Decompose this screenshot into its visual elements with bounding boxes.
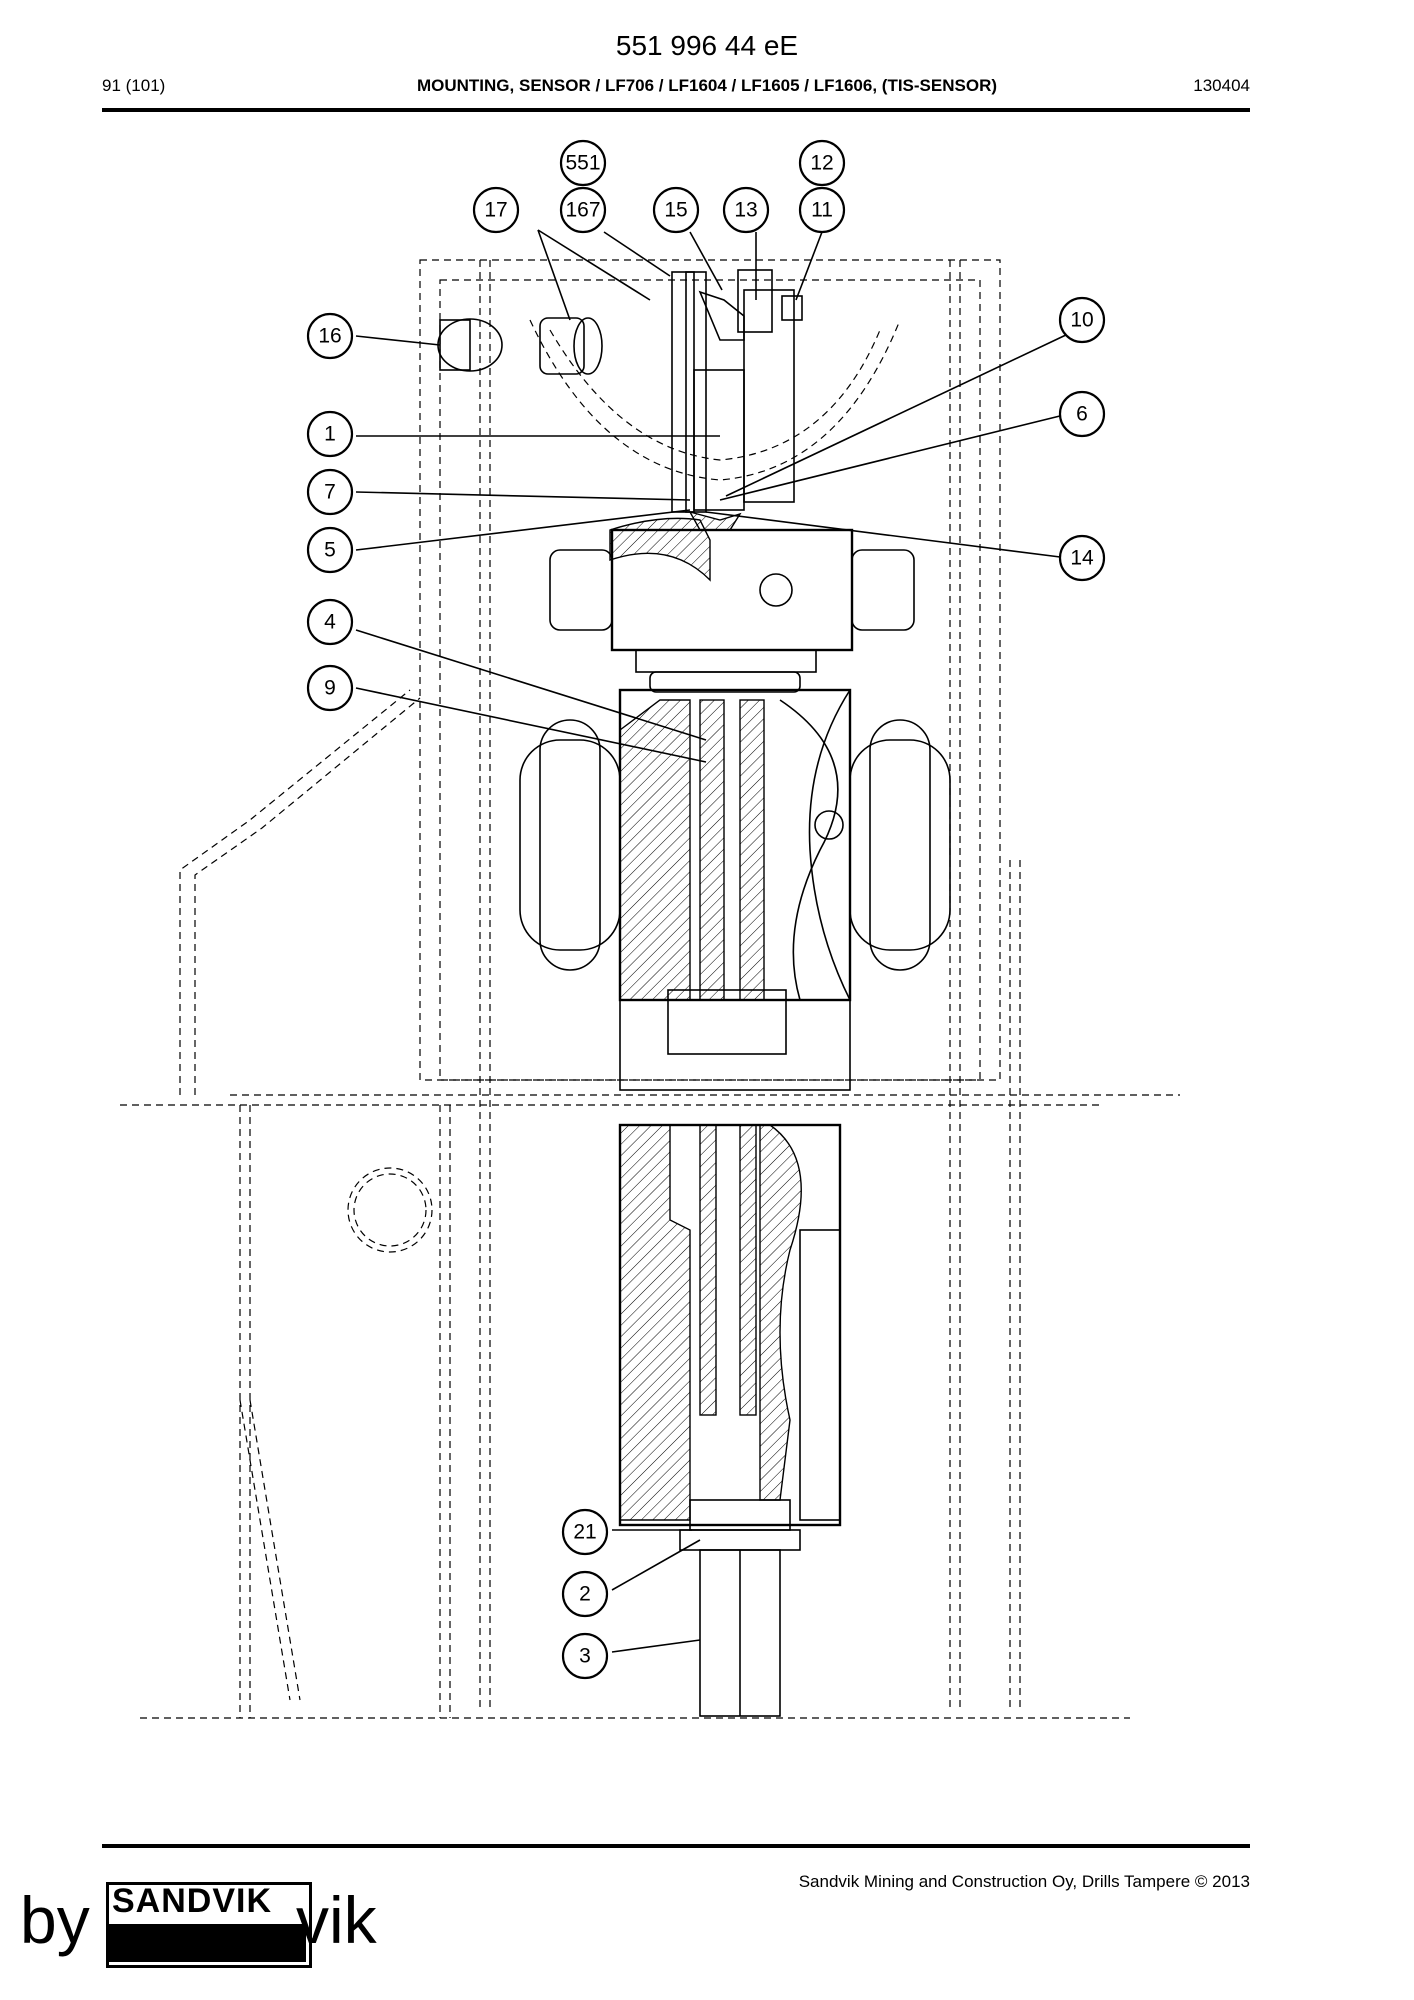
callout-14: 14 <box>1058 534 1106 582</box>
svg-text:4: 4 <box>324 611 336 634</box>
dashed-housing-outline <box>120 259 1180 1719</box>
callout-21: 21 <box>561 1508 609 1556</box>
svg-text:12: 12 <box>810 152 833 175</box>
sensor-mounting-head <box>437 269 915 693</box>
drawing-title: MOUNTING, SENSOR / LF706 / LF1604 / LF16… <box>416 76 998 95</box>
svg-text:17: 17 <box>484 199 507 222</box>
callout-12: 12 <box>798 139 846 187</box>
callout-167: 167 <box>559 186 607 234</box>
svg-text:9: 9 <box>324 677 336 700</box>
svg-text:10: 10 <box>1070 309 1093 332</box>
svg-text:551: 551 <box>565 152 600 175</box>
svg-text:5: 5 <box>324 539 336 562</box>
callout-3: 3 <box>561 1632 609 1680</box>
callout-5: 5 <box>306 526 354 574</box>
sandvik-logo: by SANDVIK vik <box>20 1872 400 1982</box>
callout-10: 10 <box>1058 296 1106 344</box>
svg-text:16: 16 <box>318 325 341 348</box>
callout-551: 551 <box>559 139 607 187</box>
svg-text:2: 2 <box>579 1583 591 1606</box>
svg-text:167: 167 <box>565 199 600 222</box>
logo-by-text: by <box>20 1883 90 1957</box>
svg-text:7: 7 <box>324 481 336 504</box>
callout-2: 2 <box>561 1570 609 1618</box>
svg-text:6: 6 <box>1076 403 1088 426</box>
sensor-cylinder-section <box>519 688 951 1091</box>
leader-lines <box>355 229 1069 1653</box>
company-copyright: Sandvik Mining and Construction Oy, Dril… <box>798 1872 1250 1891</box>
document-number: 551 996 44 eE <box>615 30 799 61</box>
callout-1: 1 <box>306 410 354 458</box>
callout-15: 15 <box>652 186 700 234</box>
page-number: 91 (101) <box>102 76 166 95</box>
logo-vik-text: vik <box>296 1883 377 1957</box>
callout-11: 11 <box>798 186 846 234</box>
footer-rule <box>102 1844 1250 1848</box>
callout-7: 7 <box>306 468 354 516</box>
callout-4: 4 <box>306 598 354 646</box>
callout-6: 6 <box>1058 390 1106 438</box>
svg-text:15: 15 <box>664 199 687 222</box>
lower-cylinder-section <box>618 1123 842 1717</box>
callout-9: 9 <box>306 664 354 712</box>
callout-13: 13 <box>722 186 770 234</box>
svg-text:21: 21 <box>573 1521 596 1544</box>
header-rule <box>102 108 1250 112</box>
svg-text:11: 11 <box>811 199 833 222</box>
revision-date: 130404 <box>1193 76 1250 95</box>
callout-16: 16 <box>306 312 354 360</box>
svg-text:14: 14 <box>1070 547 1094 570</box>
svg-text:13: 13 <box>734 199 757 222</box>
logo-redaction-bar <box>106 1924 306 1962</box>
svg-text:3: 3 <box>579 1645 591 1668</box>
logo-wordmark: SANDVIK <box>112 1882 273 1920</box>
callout-17: 17 <box>472 186 520 234</box>
svg-text:1: 1 <box>324 423 336 446</box>
